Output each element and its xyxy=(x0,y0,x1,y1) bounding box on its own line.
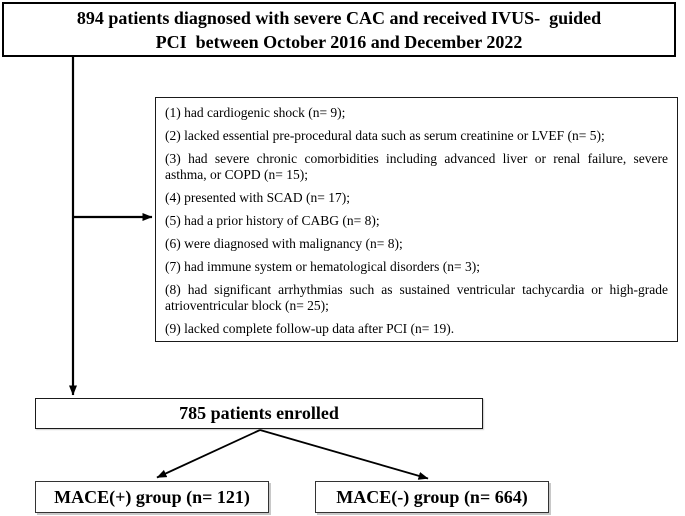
fork-right-arrow xyxy=(259,429,429,480)
total-patients-box: 894 patients diagnosed with severe CAC a… xyxy=(2,2,676,57)
exclusion-item-9: (9) lacked complete follow-up data after… xyxy=(165,321,455,336)
mace-negative-group-box: MACE(-) group (n= 664) xyxy=(315,481,549,513)
exclusion-item-1: (1) had cardiogenic shock (n= 9); xyxy=(165,105,346,120)
total-patients-line2: PCI between October 2016 and December 20… xyxy=(155,31,523,52)
exclusion-item-4: (4) presented with SCAD (n= 17); xyxy=(165,190,350,205)
exclusion-criteria-box: (1) had cardiogenic shock (n= 9); (2) la… xyxy=(155,97,678,342)
total-patients-line1: 894 patients diagnosed with severe CAC a… xyxy=(76,7,602,28)
enrolled-patients-box: 785 patients enrolled xyxy=(35,398,483,429)
mace-positive-group-box: MACE(+) group (n= 121) xyxy=(35,481,269,513)
exclusion-item-3: (3) had severe chronic comorbidities inc… xyxy=(165,151,668,182)
exclusion-item-7: (7) had immune system or hematological d… xyxy=(165,259,481,274)
exclusion-item-2: (2) lacked essential pre-procedural data… xyxy=(165,128,605,143)
fork-left-arrow xyxy=(156,429,261,479)
exclusion-item-8: (8) had significant arrhythmias such as … xyxy=(165,282,668,313)
exclusion-item-5: (5) had a prior history of CABG (n= 8); xyxy=(165,213,380,228)
exclusion-item-6: (6) were diagnosed with malignancy (n= 8… xyxy=(165,236,403,251)
